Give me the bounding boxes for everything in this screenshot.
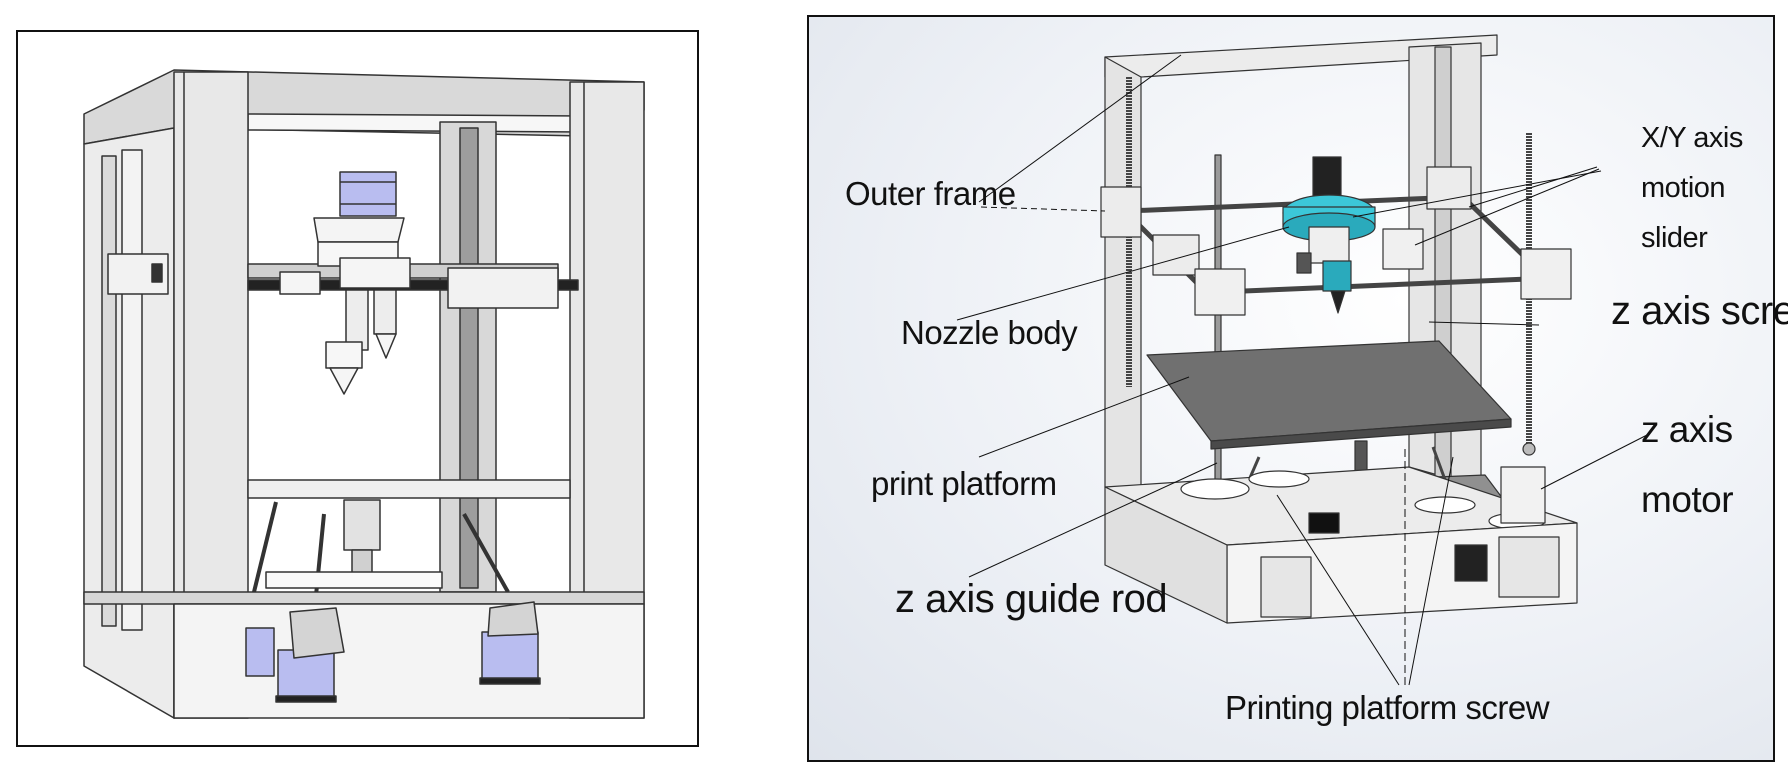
- label-print-platform: print platform: [871, 465, 1057, 502]
- leader-screw-3: [1408, 456, 1454, 686]
- leader-z-screw: [1428, 321, 1540, 326]
- leader-xy-2: [1414, 168, 1600, 246]
- label-xy-slider-line3: slider: [1641, 222, 1708, 254]
- nozzle-tip: [329, 367, 359, 395]
- z-axis-motor: [1500, 466, 1546, 524]
- label-xy-slider-line2: motion: [1641, 172, 1726, 204]
- label-nozzle-body: Nozzle body: [901, 314, 1078, 351]
- label-z-axis-guide-rod: z axis guide rod: [895, 577, 1168, 621]
- leader-xy-1: [1468, 166, 1598, 208]
- right-printer-drawing: [956, 34, 1648, 686]
- left-printer-drawing: [83, 69, 645, 719]
- bottom-motor-right: [481, 631, 539, 681]
- carriage: [339, 257, 411, 289]
- leader-nozzle: [956, 226, 1290, 321]
- leader-xy-3: [1352, 170, 1602, 218]
- leader-z-motor: [1540, 434, 1648, 490]
- bottom-motor-left: [277, 649, 335, 699]
- left-printer-render: [16, 30, 699, 747]
- label-outer-frame: Outer frame: [845, 175, 1016, 212]
- label-z-axis-screw: z axis screw: [1611, 289, 1788, 333]
- leader-outer-frame-1: [978, 54, 1182, 203]
- outer-frame-left-upright: [1104, 56, 1142, 516]
- left-base: [83, 591, 645, 605]
- leader-outer-frame-2: [980, 206, 1106, 212]
- label-z-axis-motor-line2: motor: [1641, 479, 1734, 520]
- right-labeled-render: Outer frame X/Y axis motion slider Nozzl…: [807, 15, 1788, 762]
- leader-print-platform: [978, 376, 1190, 458]
- label-xy-slider-line1: X/Y axis: [1641, 122, 1743, 154]
- label-printing-platform-screw: Printing platform screw: [1225, 689, 1550, 726]
- leader-screw-1: [1276, 494, 1400, 686]
- nozzle-tip: [1330, 290, 1346, 314]
- top-motor: [339, 171, 397, 217]
- x-rod-front: [1196, 276, 1528, 296]
- left-print-platform: [247, 479, 571, 499]
- leader-guide-rod: [968, 462, 1218, 578]
- label-z-axis-motor-line1: z axis: [1641, 409, 1733, 450]
